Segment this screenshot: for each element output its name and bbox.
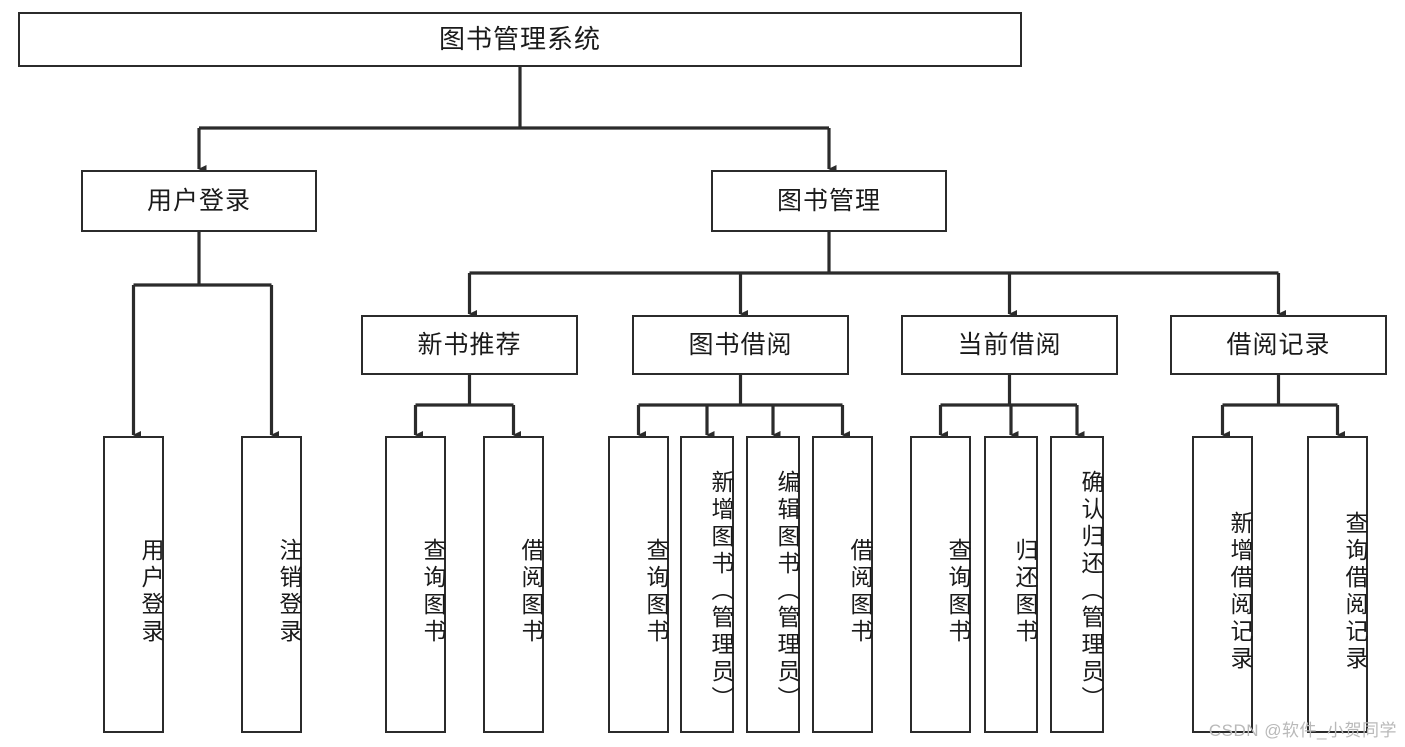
node-label: 新书推荐: [417, 331, 522, 359]
node-label: 查询图书: [945, 537, 971, 646]
node-root[interactable]: 图书管理系统: [18, 12, 1022, 67]
node-leaf-return-book[interactable]: 归还图书: [984, 436, 1038, 733]
node-leaf-borrow-book-1[interactable]: 借阅图书: [483, 436, 544, 733]
node-label: 查询图书: [643, 537, 669, 646]
node-leaf-add-book[interactable]: 新增图书（管理员）: [680, 436, 734, 733]
node-label: 新增图书（管理员）: [708, 470, 734, 713]
node-label: 当前借阅: [957, 331, 1062, 359]
node-leaf-query-book-3[interactable]: 查询图书: [910, 436, 971, 733]
node-label: 新增借阅记录: [1227, 510, 1253, 673]
node-label: 借阅图书: [518, 537, 544, 646]
node-leaf-logout[interactable]: 注销登录: [241, 436, 302, 733]
node-current-borrow[interactable]: 当前借阅: [901, 315, 1118, 375]
node-leaf-query-book-2[interactable]: 查询图书: [608, 436, 669, 733]
node-book-borrow[interactable]: 图书借阅: [632, 315, 849, 375]
node-label: 图书借阅: [688, 331, 793, 359]
node-book-manage[interactable]: 图书管理: [711, 170, 947, 232]
node-label: 用户登录: [146, 187, 251, 215]
node-label: 归还图书: [1012, 537, 1038, 646]
node-label: 图书管理: [776, 187, 881, 215]
node-label: 借阅图书: [847, 537, 873, 646]
node-label: 图书管理系统: [438, 23, 601, 54]
node-leaf-confirm-return[interactable]: 确认归还（管理员）: [1050, 436, 1104, 733]
node-borrow-record[interactable]: 借阅记录: [1170, 315, 1387, 375]
node-label: 查询借阅记录: [1342, 510, 1368, 673]
node-leaf-query-book-1[interactable]: 查询图书: [385, 436, 446, 733]
node-label: 用户登录: [138, 537, 164, 646]
node-leaf-query-record[interactable]: 查询借阅记录: [1307, 436, 1368, 733]
node-label: 查询图书: [420, 537, 446, 646]
csdn-watermark: CSDN @软件_小贺同学: [1208, 721, 1397, 740]
node-leaf-edit-book[interactable]: 编辑图书（管理员）: [746, 436, 800, 733]
node-label: 注销登录: [276, 537, 302, 646]
node-leaf-user-login[interactable]: 用户登录: [103, 436, 164, 733]
node-leaf-add-record[interactable]: 新增借阅记录: [1192, 436, 1253, 733]
node-label: 确认归还（管理员）: [1078, 470, 1104, 713]
node-label: 编辑图书（管理员）: [774, 470, 800, 713]
node-label: 借阅记录: [1226, 331, 1331, 359]
node-user-login[interactable]: 用户登录: [81, 170, 317, 232]
node-new-book-rec[interactable]: 新书推荐: [361, 315, 578, 375]
node-leaf-borrow-book-2[interactable]: 借阅图书: [812, 436, 873, 733]
